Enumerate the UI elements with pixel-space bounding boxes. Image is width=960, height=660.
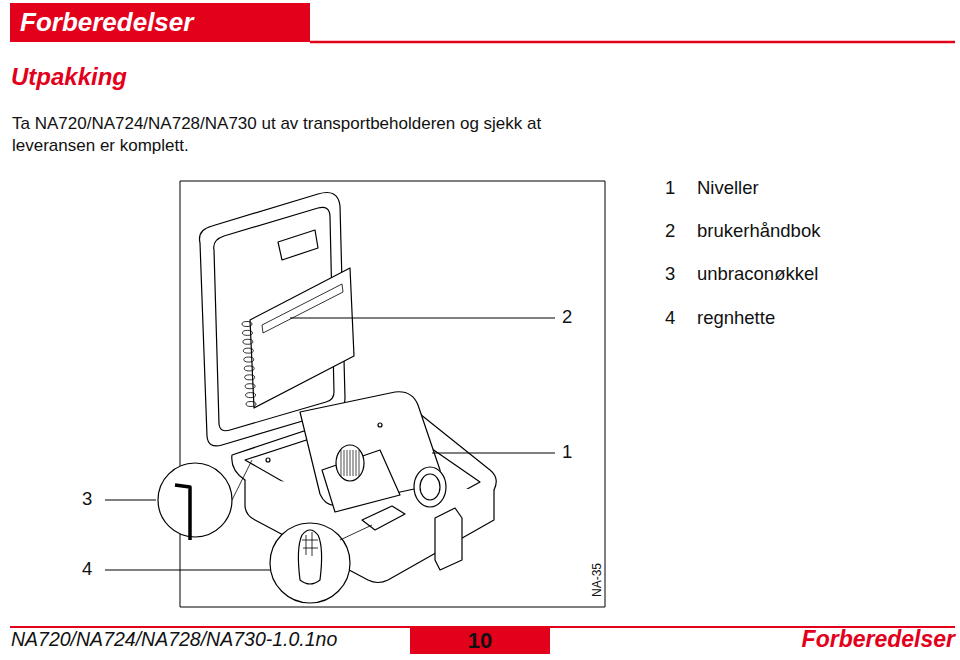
header-band: Forberedelser xyxy=(10,3,310,42)
callout-number: 2 xyxy=(562,306,572,328)
callout-number: 3 xyxy=(82,488,92,510)
eyepiece-inner xyxy=(420,474,440,500)
knurling xyxy=(353,450,354,476)
lid-hinge xyxy=(266,458,270,462)
callout-number: 4 xyxy=(82,558,92,580)
binder-ring xyxy=(243,348,253,353)
legend-number: 2 xyxy=(665,220,675,242)
detail-leader xyxy=(340,525,372,540)
binder-ring xyxy=(243,339,253,344)
focus-knob xyxy=(336,445,364,481)
detail-leader xyxy=(232,460,252,500)
binder-ring xyxy=(244,357,254,362)
manual-title xyxy=(262,284,343,333)
section-heading: Forberedelser xyxy=(20,7,193,38)
leader-line xyxy=(105,569,270,570)
knurling xyxy=(341,450,342,476)
binder-ring xyxy=(242,322,252,327)
lid-clip xyxy=(278,230,318,260)
legend-number: 1 xyxy=(665,177,675,199)
figure-frame xyxy=(180,181,605,607)
hex-key xyxy=(175,485,190,540)
binder-ring xyxy=(244,366,254,371)
binder-ring xyxy=(242,330,252,335)
eyepiece xyxy=(414,467,446,507)
manual xyxy=(250,268,354,408)
legend-text: regnhette xyxy=(697,307,775,329)
binder-ring xyxy=(246,393,256,398)
leader-line xyxy=(290,317,555,318)
legend-text: Niveller xyxy=(697,177,759,199)
knurling xyxy=(356,450,357,476)
intro-text: Ta NA720/NA724/NA728/NA730 ut av transpo… xyxy=(12,113,587,157)
page-number: 10 xyxy=(468,628,492,654)
knurling xyxy=(359,450,360,476)
binder-ring xyxy=(245,384,255,389)
case-latch xyxy=(435,508,462,570)
sight-mark xyxy=(378,423,382,427)
page-title: Utpakking xyxy=(11,63,127,92)
legend-number: 4 xyxy=(665,307,675,329)
knurling xyxy=(350,450,351,476)
header-rule xyxy=(310,41,955,44)
callout-number: 1 xyxy=(562,441,572,463)
detail-circle xyxy=(158,463,232,537)
knurling xyxy=(347,450,348,476)
legend-text: unbraconøkkel xyxy=(697,263,818,285)
footer-heading: Forberedelser xyxy=(802,626,955,654)
rain-hood-ribs xyxy=(302,532,318,556)
detail-circle xyxy=(270,523,350,603)
binder-ring xyxy=(246,402,256,407)
leader-line xyxy=(105,499,156,500)
page-number-band: 10 xyxy=(410,627,550,654)
legend-text: brukerhåndbok xyxy=(697,220,820,242)
document-code: NA720/NA724/NA728/NA730-1.0.1no xyxy=(11,628,337,651)
knurling xyxy=(344,450,345,476)
rain-hood xyxy=(298,530,321,584)
leader-line xyxy=(432,452,555,453)
legend-number: 3 xyxy=(665,263,675,285)
figure-code: NA-35 xyxy=(590,563,604,597)
binder-ring xyxy=(245,375,255,380)
